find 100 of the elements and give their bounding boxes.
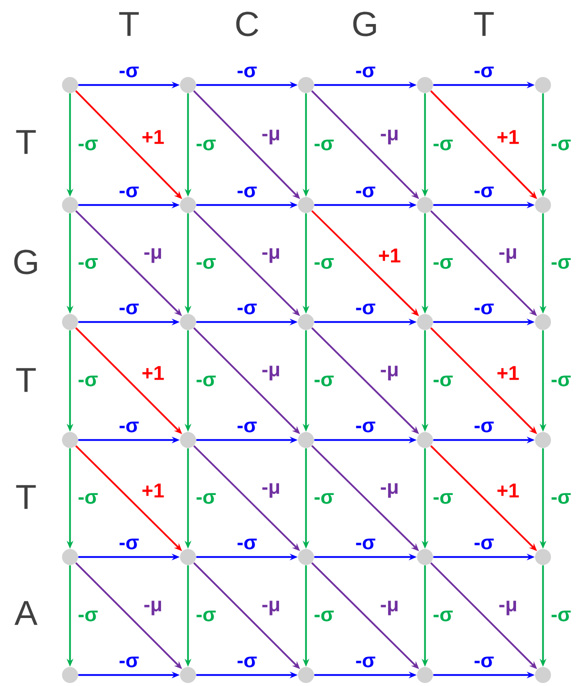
edge-label: -σ (312, 374, 336, 388)
edge-label: -σ (549, 492, 572, 506)
grid-dot (535, 77, 551, 93)
edge-label: -σ (236, 185, 258, 199)
grid-dot (417, 314, 433, 330)
sequence-letter: T (119, 12, 139, 36)
edge-label: -σ (472, 302, 496, 316)
edge-label: -σ (312, 138, 336, 152)
sequence-letter: G (353, 12, 376, 36)
edge-label: -σ (549, 609, 572, 623)
grid-dot (298, 667, 314, 683)
edge-label: -σ (472, 185, 496, 199)
grid-dot (180, 77, 196, 93)
sequence-letter: T (16, 485, 36, 509)
edge-label: -σ (432, 492, 454, 506)
grid-dot (298, 549, 314, 565)
grid-dot (535, 432, 551, 448)
edge-label: +1 (495, 364, 521, 382)
edge-label: -σ (76, 138, 100, 152)
sequence-letter: G (14, 250, 37, 274)
edge-label: -σ (472, 655, 496, 669)
edge-label: -σ (432, 609, 454, 623)
edge-label: -σ (236, 655, 258, 669)
grid-dot (535, 667, 551, 683)
edge-label: -σ (194, 492, 218, 506)
edge-label: -μ (378, 364, 400, 382)
grid-dot (62, 549, 78, 565)
edge-label: -σ (194, 609, 218, 623)
grid-dot (417, 432, 433, 448)
grid-dot (535, 197, 551, 213)
grid-dot (298, 77, 314, 93)
edge-label: -σ (549, 138, 572, 152)
edge-label: -μ (260, 246, 282, 264)
edge-label: -μ (142, 599, 164, 617)
edge-label: -σ (312, 609, 336, 623)
edge-label: +1 (140, 364, 166, 382)
edge-label: -σ (354, 420, 377, 434)
grid-dot (180, 432, 196, 448)
grid-dot (180, 667, 196, 683)
edge-label: -μ (260, 482, 282, 500)
edge-label: +1 (140, 128, 166, 146)
grid-dot (417, 549, 433, 565)
edge-label: -σ (236, 420, 258, 434)
edge-label: -μ (260, 364, 282, 382)
sequence-letter: T (16, 130, 36, 154)
grid-dot (417, 197, 433, 213)
grid-dot (180, 314, 196, 330)
edge-label: -σ (118, 537, 140, 551)
edge-label: -μ (378, 599, 400, 617)
grid-dot (62, 314, 78, 330)
grid-dot (298, 432, 314, 448)
edge-label: -σ (312, 492, 336, 506)
grid-dot (180, 197, 196, 213)
grid-dot (417, 77, 433, 93)
grid-dot (62, 197, 78, 213)
grid-dot (535, 549, 551, 565)
edge-label: -σ (549, 374, 572, 388)
edge-label: -μ (260, 599, 282, 617)
edge-label: -σ (354, 185, 377, 199)
edge-label: -μ (497, 246, 519, 264)
edge-label: -σ (432, 256, 454, 270)
edge-label: -σ (236, 302, 258, 316)
edge-label: -σ (472, 420, 496, 434)
edge-label: -σ (76, 374, 100, 388)
edge-label: -σ (549, 256, 572, 270)
edge-label: +1 (140, 482, 166, 499)
edge-label: -σ (236, 537, 258, 551)
sequence-letter: A (14, 601, 38, 625)
grid-dot (62, 667, 78, 683)
edge-label: -μ (142, 246, 164, 264)
edge-label: +1 (376, 247, 402, 264)
edge-label: -σ (118, 420, 140, 434)
edge-label: -μ (260, 128, 282, 146)
edge-label: +1 (495, 128, 521, 146)
grid-dot (62, 432, 78, 448)
edge-label: -σ (312, 256, 336, 270)
sequence-letter: C (236, 12, 258, 36)
grid-dot (535, 314, 551, 330)
edge-label: -σ (194, 138, 218, 152)
edge-label: -σ (472, 65, 496, 79)
edge-label: -σ (118, 65, 140, 79)
edge-label: -σ (236, 65, 258, 79)
sequence-letter: T (16, 368, 36, 392)
edge-label: -σ (76, 492, 100, 506)
grid-dot (62, 77, 78, 93)
edge-label: -σ (118, 655, 140, 669)
edge-label: -μ (497, 599, 519, 617)
grid-dot (417, 667, 433, 683)
edge-label: -σ (354, 302, 377, 316)
edge-label: -μ (378, 128, 400, 146)
edge-label: -μ (378, 482, 400, 500)
edge-label: +1 (495, 482, 521, 499)
edge-label: -σ (194, 256, 218, 270)
edge-label: -σ (194, 374, 218, 388)
edge-label: -σ (432, 138, 454, 152)
edge-label: -σ (432, 374, 454, 388)
sequence-letter: T (474, 12, 494, 36)
edge-label: -σ (118, 185, 140, 199)
edge-label: -σ (354, 65, 377, 79)
edge-label: -σ (76, 609, 100, 623)
